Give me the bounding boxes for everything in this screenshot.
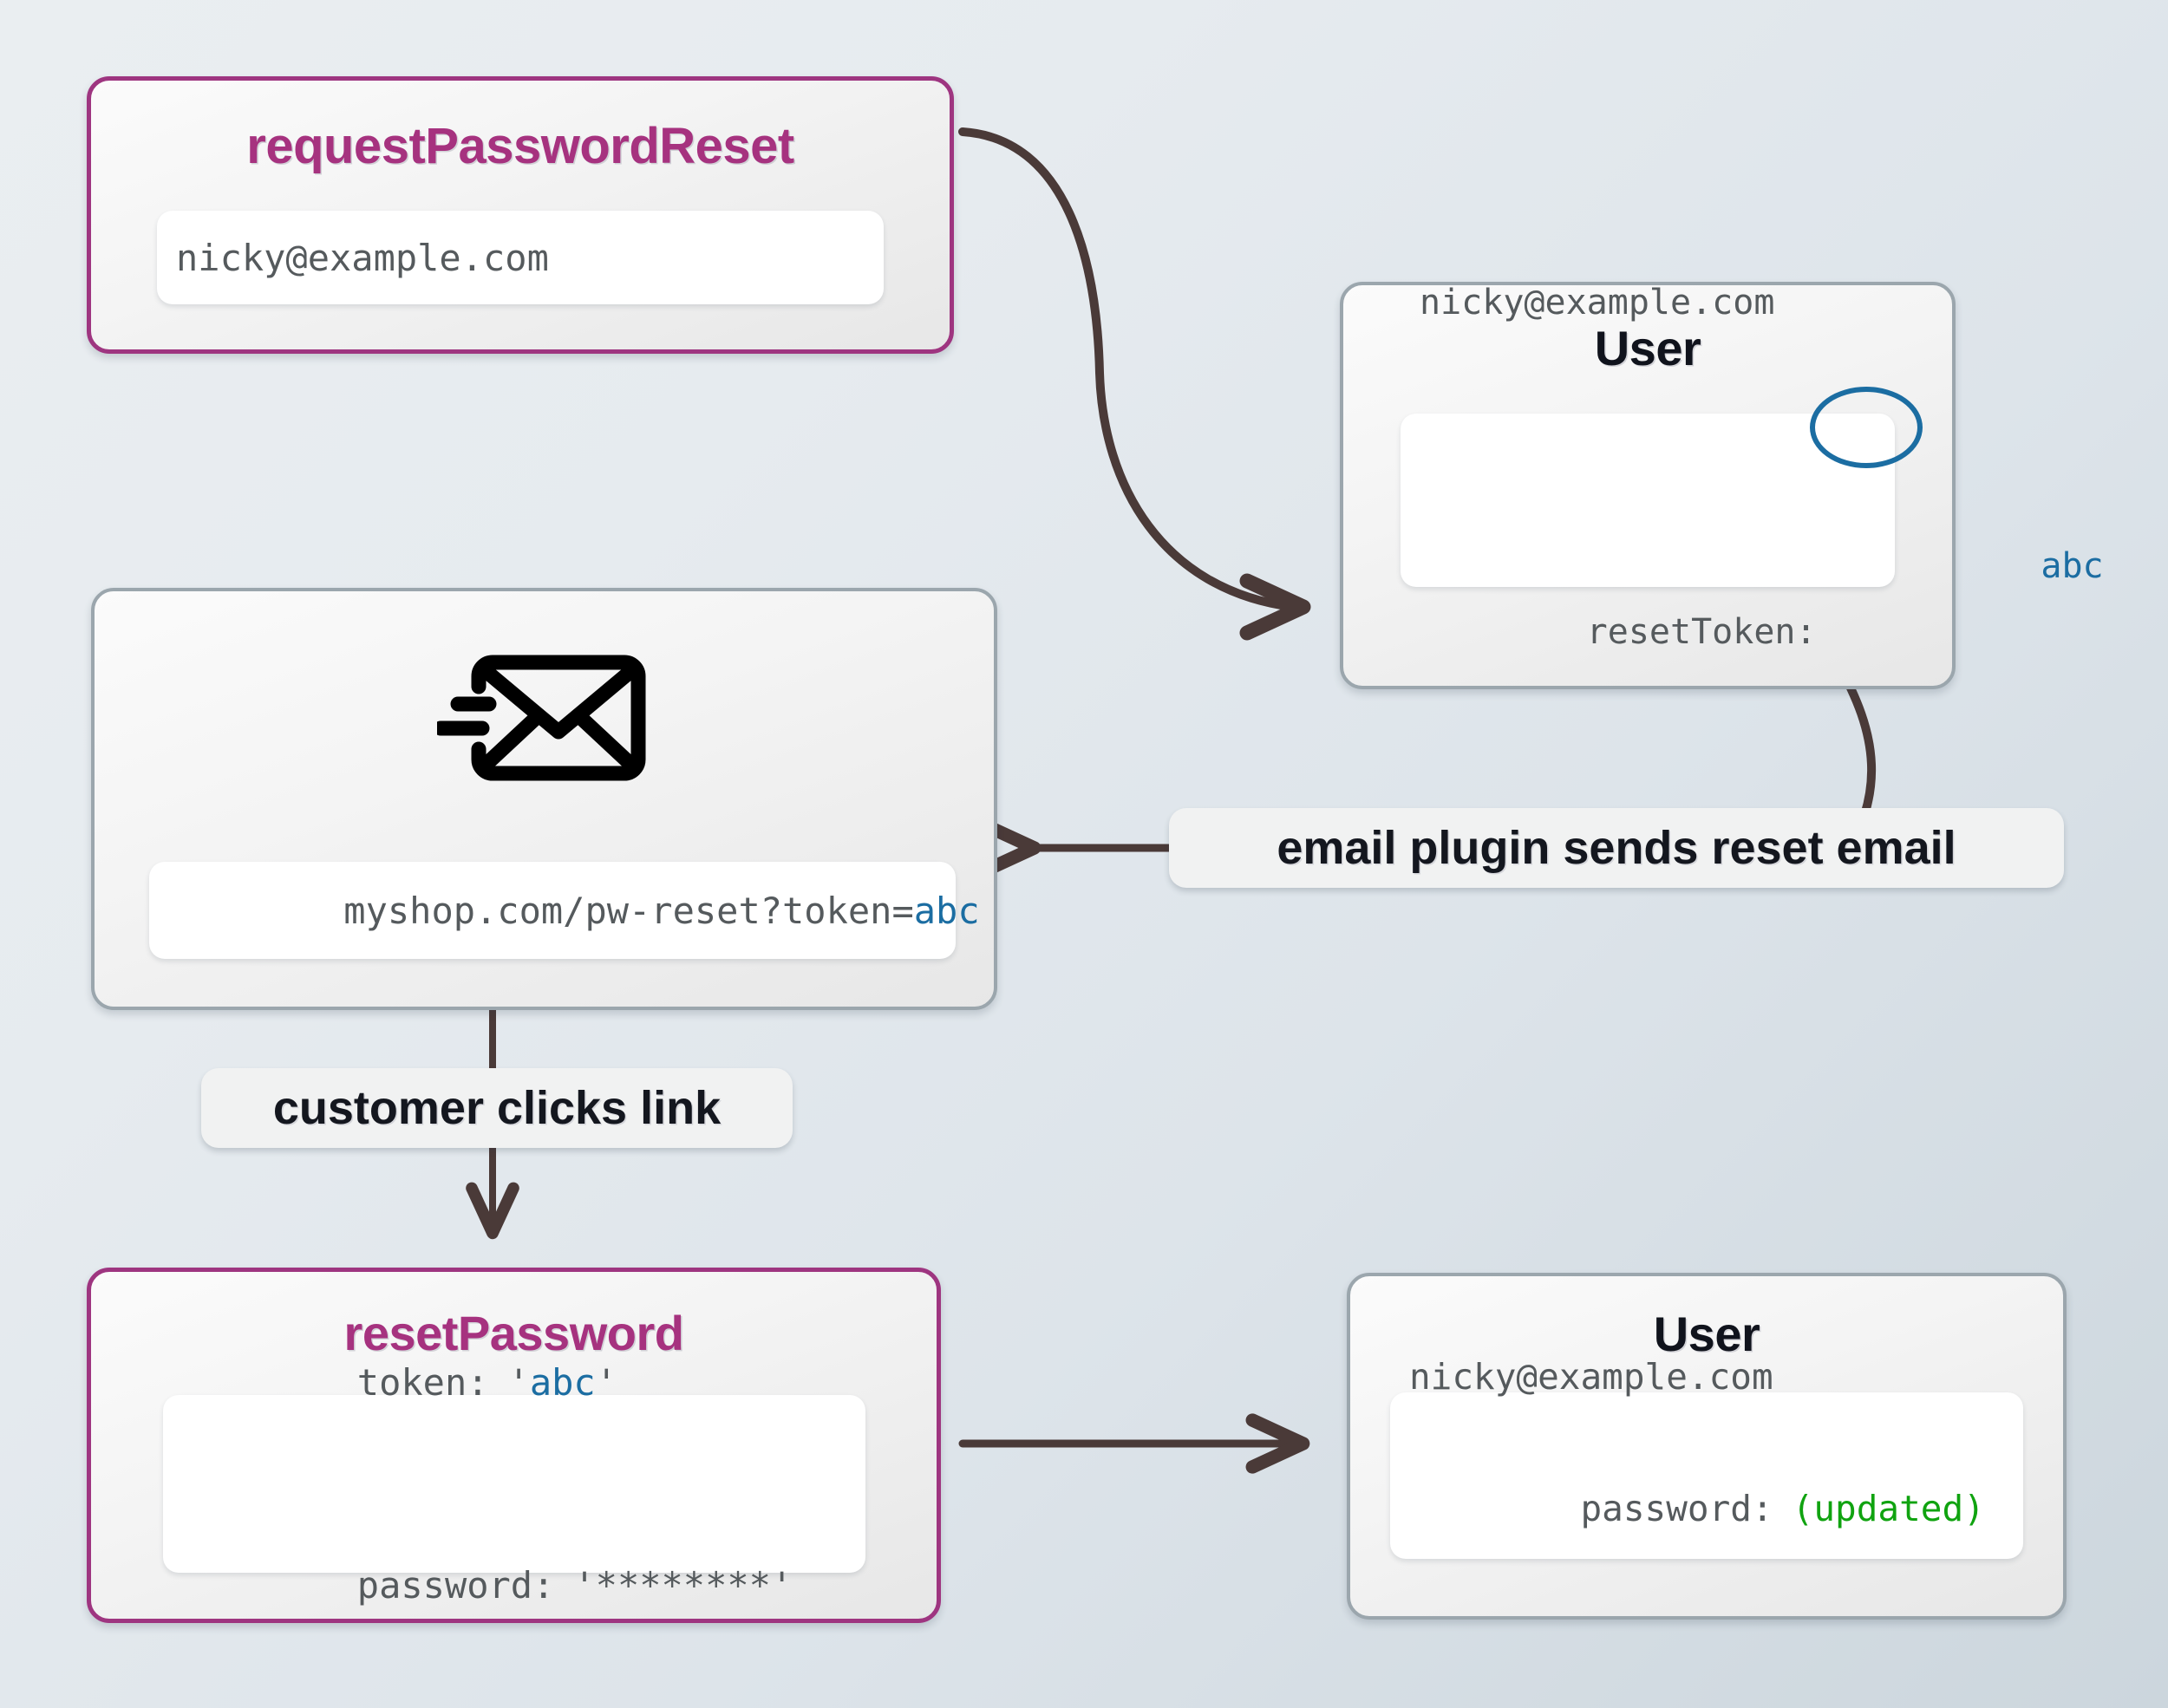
- url-token: abc: [913, 889, 980, 932]
- edge-label-customer-clicks-link: customer clicks link: [201, 1068, 793, 1148]
- panel-user-top: nicky@example.com resetToken: abc: [1401, 283, 2104, 652]
- panel-row-url: myshop.com/pw-reset?token=abc: [168, 847, 979, 975]
- node-request-password-reset[interactable]: requestPasswordReset nicky@example.com: [87, 76, 954, 354]
- panel-row-password: password: '********': [182, 1484, 846, 1687]
- token-value: abc: [529, 1360, 596, 1404]
- node-title-reset-password: resetPassword: [343, 1306, 684, 1360]
- node-title-request-password-reset: requestPasswordReset: [246, 118, 794, 174]
- node-user-bottom[interactable]: User nicky@example.com password: (updated…: [1347, 1273, 2067, 1620]
- node-email[interactable]: myshop.com/pw-reset?token=abc: [91, 588, 997, 1010]
- panel-user-bottom: nicky@example.com password: (updated): [1390, 1356, 2023, 1559]
- edge-label-email-plugin: email plugin sends reset email: [1169, 808, 2064, 888]
- password-label: password:: [1580, 1488, 1773, 1529]
- panel-row-email: nicky@example.com: [1420, 283, 1775, 323]
- token-quote-open: ': [507, 1360, 530, 1404]
- password-value: '********': [573, 1563, 793, 1607]
- node-reset-password[interactable]: resetPassword token: 'abc' password: '****…: [87, 1268, 941, 1623]
- password-value: (updated): [1792, 1488, 1985, 1529]
- panel-row-reset-token: resetToken: abc: [1420, 336, 2104, 731]
- panel-email-url: myshop.com/pw-reset?token=abc: [149, 862, 980, 959]
- token-highlight-circle-icon: [1809, 387, 1923, 468]
- url-base: myshop.com/pw-reset?token=: [343, 889, 914, 932]
- node-title-user-bottom: User: [1653, 1307, 1760, 1361]
- panel-row-email: nicky@example.com: [176, 236, 549, 279]
- panel-request-password-reset: nicky@example.com: [157, 211, 884, 304]
- send-email-icon: [95, 645, 994, 791]
- panel-reset-password: token: 'abc' password: '********': [162, 1361, 865, 1607]
- node-title-user-top: User: [1594, 321, 1701, 375]
- reset-token-label: resetToken:: [1586, 612, 1817, 652]
- password-label: password:: [356, 1563, 555, 1607]
- token-quote-close: ': [595, 1360, 617, 1404]
- token-label: token:: [356, 1360, 489, 1404]
- panel-row-password: password: (updated): [1409, 1410, 2004, 1607]
- edge-request-to-user: [958, 127, 1311, 641]
- panel-row-token: token: 'abc': [182, 1281, 846, 1484]
- node-user-top[interactable]: User nicky@example.com resetToken: abc: [1340, 282, 2104, 689]
- panel-row-email: nicky@example.com: [1409, 1356, 1773, 1398]
- reset-token-value: abc: [2041, 546, 2104, 586]
